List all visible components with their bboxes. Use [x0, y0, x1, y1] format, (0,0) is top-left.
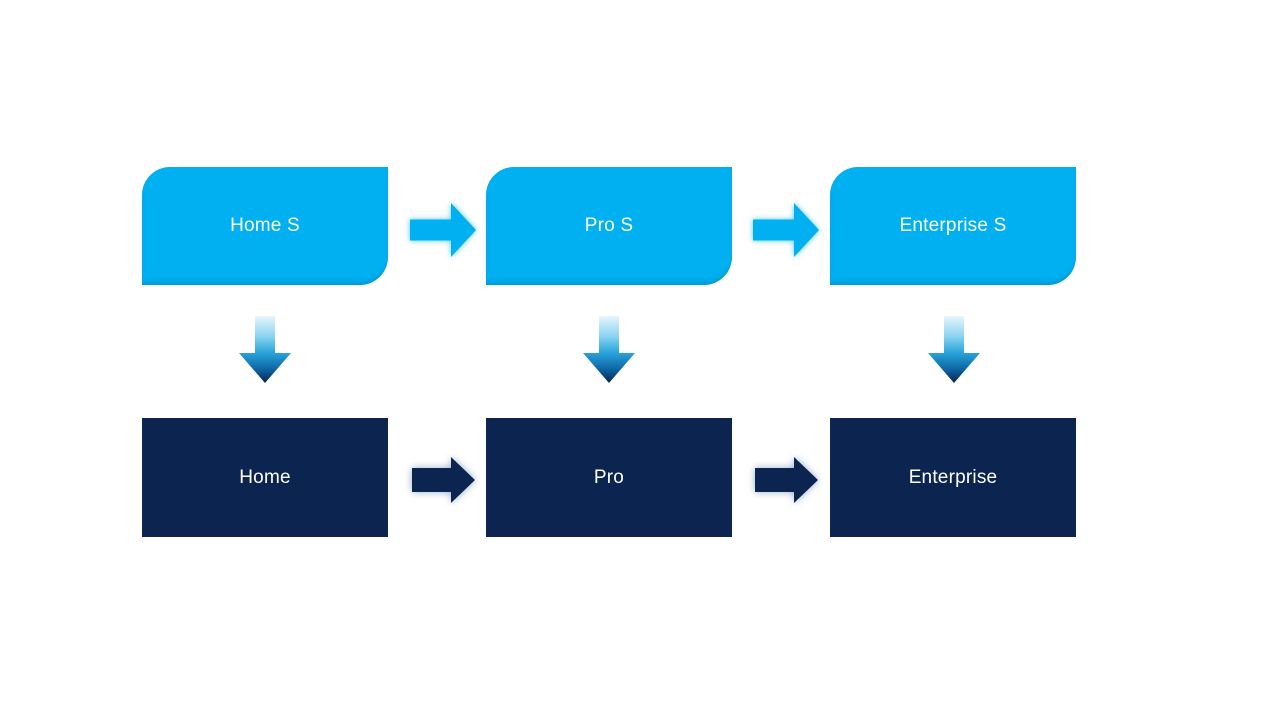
box-label: Pro: [593, 466, 625, 488]
right-arrow-icon: [410, 203, 476, 257]
right-arrow-icon: [753, 203, 819, 257]
top-box-enterprise-s: Enterprise S: [830, 167, 1076, 285]
down-arrow-icon: [239, 316, 291, 383]
box-label: Pro S: [584, 215, 634, 236]
right-arrow-icon: [755, 457, 818, 503]
box-label: Home: [239, 466, 291, 488]
bottom-box-enterprise: Enterprise: [830, 418, 1076, 537]
top-box-pro-s: Pro S: [486, 167, 732, 285]
box-label: Enterprise: [908, 466, 998, 488]
right-arrow-icon: [412, 457, 475, 503]
bottom-box-pro: Pro: [486, 418, 732, 537]
bottom-box-home: Home: [142, 418, 388, 537]
box-label: Home S: [230, 215, 300, 236]
down-arrow-icon: [583, 316, 635, 383]
box-label: Enterprise S: [899, 215, 1007, 236]
top-box-home-s: Home S: [142, 167, 388, 285]
down-arrow-icon: [928, 316, 980, 383]
